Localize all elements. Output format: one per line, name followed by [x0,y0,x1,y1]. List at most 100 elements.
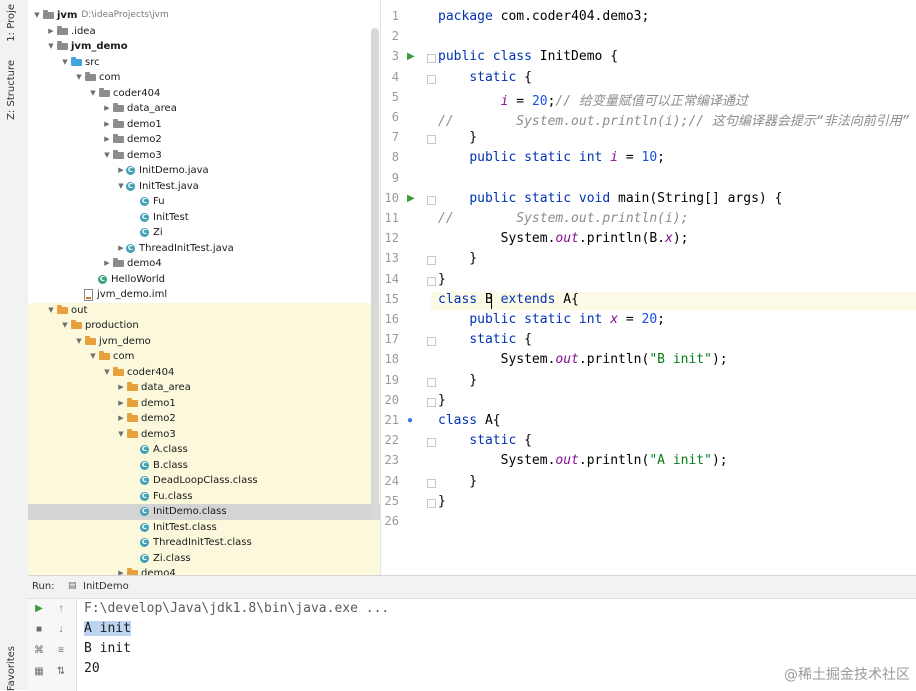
tree-item[interactable]: ▼com [28,70,380,86]
collapse-arrow-icon[interactable]: ▼ [62,57,68,66]
tree-item[interactable]: ▼jvm_demo [28,39,380,55]
collapse-arrow-icon[interactable]: ▼ [118,181,124,190]
collapse-arrow-icon[interactable]: ▼ [104,367,110,376]
fold-marker-icon[interactable] [427,438,436,448]
collapse-arrow-icon[interactable]: ▼ [90,352,96,360]
stop-icon[interactable]: ■ [35,624,43,635]
fold-marker-icon[interactable] [427,478,436,488]
collapse-arrow-icon[interactable]: ▼ [48,305,54,314]
tree-item[interactable]: ▶demo4 [28,566,380,575]
tree-item[interactable]: ▶.idea [28,24,380,40]
expand-arrow-icon[interactable]: ▶ [104,104,110,112]
fold-marker-icon[interactable] [427,397,436,407]
tree-item[interactable]: ▶demo1 [28,117,380,133]
fold-marker-icon[interactable] [427,377,436,387]
fold-marker-icon[interactable] [427,276,436,286]
tree-item[interactable]: ▼jvm_demo [28,333,380,349]
expand-arrow-icon[interactable]: ▶ [48,26,54,35]
tree-item[interactable]: ▼demo3 [28,426,380,442]
scroll-up-icon[interactable]: ↑ [58,603,64,614]
expand-arrow-icon[interactable]: ▶ [104,119,110,128]
code-line: // System.out.println(i); [438,211,689,226]
soft-wrap-icon[interactable]: ≡ [58,645,64,656]
fold-marker-icon[interactable] [427,337,436,347]
collapse-arrow-icon[interactable]: ▼ [62,321,68,329]
fold-marker-icon[interactable] [427,195,436,205]
fold-marker-icon[interactable] [427,498,436,508]
collapse-arrow-icon[interactable]: ▼ [76,73,82,81]
implemented-marker-icon[interactable]: ● [407,415,414,426]
run-gutter-icon[interactable]: ▶ [407,51,415,63]
expand-arrow-icon[interactable]: ▶ [118,383,124,391]
collapse-arrow-icon[interactable]: ▼ [76,336,82,345]
run-panel-header: Run: ▤ InitDemo [28,576,916,599]
class-icon: C [140,491,149,501]
expand-arrow-icon[interactable]: ▶ [118,243,124,252]
expand-arrow-icon[interactable]: ▶ [118,166,124,174]
fold-marker-icon[interactable] [427,135,436,145]
collapse-arrow-icon[interactable]: ▼ [34,11,40,19]
fold-marker-icon[interactable] [427,54,436,64]
tree-item-label: demo4 [127,258,162,269]
tree-item[interactable]: ▼com [28,349,380,365]
layout-icon[interactable]: ▦ [34,666,44,677]
line-number: 13 [384,251,399,266]
collapse-arrow-icon[interactable]: ▼ [118,429,124,438]
expand-arrow-icon[interactable]: ▶ [104,259,110,267]
tree-item[interactable]: ▶demo2 [28,132,380,148]
tree-item[interactable]: jvm_demo.iml [28,287,380,303]
tree-item[interactable]: ▼out [28,302,380,318]
fold-marker-icon[interactable] [427,74,436,84]
tree-item[interactable]: ▼coder404 [28,86,380,102]
run-tab-initdemo[interactable]: InitDemo [83,581,129,592]
folder-icon [43,10,54,20]
line-number: 12 [384,231,399,246]
sort-icon[interactable]: ⇅ [56,666,66,677]
line-number: 10 [384,190,399,205]
expand-arrow-icon[interactable]: ▶ [118,569,124,575]
tree-item[interactable]: ▶demo1 [28,395,380,411]
expand-arrow-icon[interactable]: ▶ [118,398,124,407]
rerun-icon[interactable]: ▶ [35,603,43,614]
tree-item[interactable]: ▼demo3 [28,148,380,164]
collapse-arrow-icon[interactable]: ▼ [104,150,110,159]
expand-arrow-icon[interactable]: ▶ [104,135,110,143]
tree-item[interactable]: ▼src [28,55,380,71]
tree-item[interactable]: ▼production [28,318,380,334]
favorites-tool-tab[interactable]: Favorites [6,646,17,691]
collapse-arrow-icon[interactable]: ▼ [90,88,96,97]
line-number: 25 [384,493,399,508]
tree-item[interactable]: ▶data_area [28,380,380,396]
tree-item[interactable]: ▶data_area [28,101,380,117]
scroll-down-icon[interactable]: ↓ [58,624,64,635]
expand-arrow-icon[interactable]: ▶ [118,414,124,422]
fold-marker-icon[interactable] [427,256,436,266]
tree-item[interactable]: ▶ demo4 [28,256,380,272]
line-number: 14 [384,271,399,286]
run-gutter-icon[interactable]: ▶ [407,192,415,204]
structure-tool-tab[interactable]: Z: Structure [6,60,17,120]
tree-item[interactable]: ▼coder404 [28,364,380,380]
camera-icon[interactable]: ⌘ [34,645,44,656]
project-tool-tab[interactable]: 1: Proje [6,4,17,42]
tree-item[interactable]: ▶demo2 [28,411,380,427]
collapse-arrow-icon[interactable]: ▼ [48,42,54,50]
tree-scrollbar[interactable] [371,28,379,520]
